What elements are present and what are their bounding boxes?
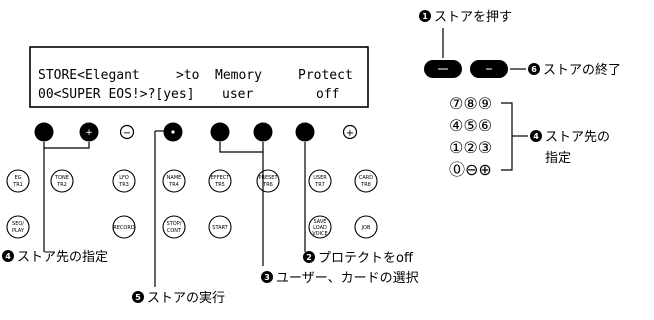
svg-text:ストアを押す: ストアを押す <box>434 10 512 25</box>
svg-text:NAME: NAME <box>167 175 182 181</box>
plus-mark-on-button: + <box>85 128 93 138</box>
svg-text:JOB: JOB <box>361 225 371 231</box>
svg-text:3: 3 <box>264 273 270 282</box>
callout-step5: 5 ストアの実行 <box>132 290 225 306</box>
knob-button-2[interactable] <box>79 122 99 142</box>
svg-text:2: 2 <box>306 253 312 262</box>
svg-text:ストアの終了: ストアの終了 <box>543 62 621 78</box>
svg-text:STOP/: STOP/ <box>167 221 182 227</box>
svg-text:1: 1 <box>422 12 428 21</box>
svg-text:SEQ/: SEQ/ <box>12 221 24 227</box>
svg-text:LOAD: LOAD <box>313 225 327 231</box>
svg-text:ストアの実行: ストアの実行 <box>147 290 225 306</box>
lcd-line1-c: Memory <box>215 68 262 83</box>
svg-text:LFO: LFO <box>119 175 129 181</box>
button-stop-cont[interactable]: STOP/ CONT <box>162 215 186 239</box>
button-job[interactable]: JOB <box>354 215 378 239</box>
knob-button-5[interactable] <box>253 122 273 142</box>
svg-text:4: 4 <box>533 132 539 141</box>
bracket-knobs-1-2 <box>43 142 90 149</box>
svg-text:TR5: TR5 <box>214 182 225 188</box>
button-lfo-tr3[interactable]: LFO TR3 <box>112 169 136 193</box>
svg-text:TR7: TR7 <box>314 182 325 188</box>
svg-text:TR3: TR3 <box>118 182 129 188</box>
keypad-row-123[interactable]: ①②③ <box>449 138 492 157</box>
svg-text:PRESET: PRESET <box>258 175 278 181</box>
button-tone-tr2[interactable]: TONE TR2 <box>50 169 74 193</box>
button-user-tr7[interactable]: USER TR7 <box>308 169 332 193</box>
keypad-row-456[interactable]: ④⑤⑥ <box>449 116 492 135</box>
svg-text:EFFECT: EFFECT <box>211 175 231 181</box>
svg-text:TR4: TR4 <box>168 182 179 188</box>
callout-step1: 1 ストアを押す <box>419 10 512 25</box>
svg-text:4: 4 <box>5 252 11 261</box>
lcd-line2-c: off <box>316 87 339 102</box>
svg-text:CARD: CARD <box>359 175 373 181</box>
minus-icon: − <box>123 128 131 139</box>
minus-button[interactable] <box>119 124 135 140</box>
store-exit-buttons <box>424 28 526 78</box>
callout-step3: 3 ユーザー、カードの選択 <box>261 271 419 286</box>
callout-step2: 2 プロテクトをoff <box>303 251 414 266</box>
keypad-bracket <box>501 102 513 171</box>
keypad-row-789[interactable]: ⑦⑧⑨ <box>449 94 492 113</box>
keypad-row-0-minus-plus[interactable]: ⓪⊖⊕ <box>449 160 492 179</box>
svg-text:RECORD: RECORD <box>113 225 135 231</box>
svg-text:5: 5 <box>135 293 141 302</box>
svg-text:TR6: TR6 <box>262 182 273 188</box>
svg-text:CONT: CONT <box>167 228 182 234</box>
svg-text:START: START <box>212 225 228 231</box>
knob-button-1[interactable] <box>34 122 54 142</box>
bracket-knobs-4-5 <box>219 142 264 153</box>
svg-text:ユーザー、カードの選択: ユーザー、カードの選択 <box>276 271 419 286</box>
svg-text:TR8: TR8 <box>360 182 371 188</box>
button-effect-tr5[interactable]: EFFECT TR5 <box>208 169 232 193</box>
svg-text:ストア先の指定: ストア先の指定 <box>17 250 108 265</box>
lcd-line1-d: Protect <box>298 68 353 83</box>
button-record[interactable]: RECORD <box>112 215 136 239</box>
callout-step4b: 4 ストア先の 指定 <box>530 130 610 166</box>
callout-step4a: 4 ストア先の指定 <box>2 250 108 265</box>
track-button-row: EG TR1 TONE TR2 LFO TR3 NAME TR4 EFFECT … <box>6 169 378 193</box>
svg-text:EG: EG <box>14 175 21 181</box>
svg-text:TR2: TR2 <box>56 182 67 188</box>
svg-text:TR1: TR1 <box>12 182 23 188</box>
svg-text:PLAY: PLAY <box>12 228 25 234</box>
knob-button-6[interactable] <box>295 122 315 142</box>
svg-text:VOICE: VOICE <box>312 231 327 237</box>
knob-button-4[interactable] <box>210 122 230 142</box>
transport-button-row: SEQ/ PLAY RECORD STOP/ CONT START SAVE L… <box>6 215 378 239</box>
button-eg-tr1[interactable]: EG TR1 <box>6 169 30 193</box>
button-start[interactable]: START <box>208 215 232 239</box>
lcd-display: STORE<Elegant >to Memory Protect 00<SUPE… <box>29 46 369 108</box>
svg-text:6: 6 <box>531 65 537 74</box>
lcd-line2-b: user <box>222 87 253 102</box>
numeric-keypad: ⑦⑧⑨ ④⑤⑥ ①②③ ⓪⊖⊕ <box>449 94 528 179</box>
button-save-load-voice[interactable]: SAVE LOAD VOICE <box>308 215 332 239</box>
lcd-line1-a: STORE<Elegant <box>38 68 140 83</box>
button-name-tr4[interactable]: NAME TR4 <box>162 169 186 193</box>
button-card-tr8[interactable]: CARD TR8 <box>354 169 378 193</box>
svg-text:SAVE: SAVE <box>314 219 327 225</box>
lcd-line2-a: 00<SUPER EOS!>?[yes] <box>38 87 195 102</box>
svg-text:TONE: TONE <box>54 175 69 181</box>
plus-icon: + <box>346 128 354 139</box>
callout-step6: 6 ストアの終了 <box>528 62 621 78</box>
svg-text:指定: 指定 <box>545 151 571 166</box>
lcd-line1-b: >to <box>176 68 199 83</box>
top-button-row: + − + <box>34 122 358 142</box>
svg-text:プロテクトをoff: プロテクトをoff <box>318 251 414 266</box>
svg-text:ストア先の: ストア先の <box>545 130 610 145</box>
button-seq-play[interactable]: SEQ/ PLAY <box>6 215 30 239</box>
button-preset-tr6[interactable]: PRESET TR6 <box>256 169 280 193</box>
svg-text:USER: USER <box>313 175 327 181</box>
plus-button[interactable] <box>342 124 358 140</box>
